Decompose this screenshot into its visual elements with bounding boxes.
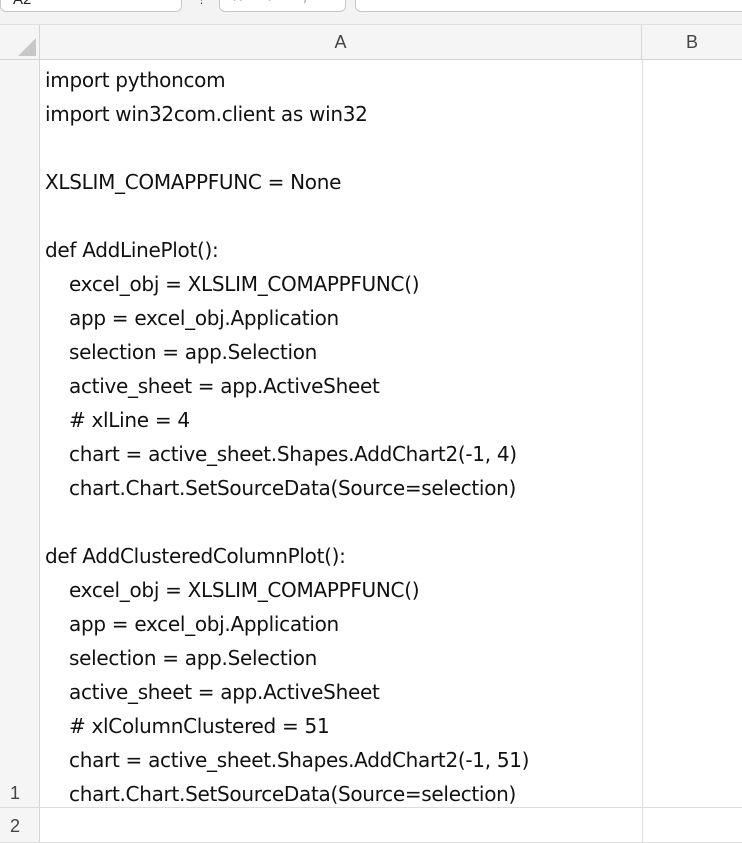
cell-a1[interactable]: import pythoncom import win32com.client a… [40,60,642,807]
select-all-icon [18,38,36,56]
cancel-icon[interactable]: ✕ [232,0,244,6]
column-header-row: A B [0,25,742,60]
select-all-button[interactable] [0,25,40,59]
code-line: active_sheet = app.ActiveSheet [69,680,380,704]
code-line: excel_obj = XLSLIM_COMAPPFUNC() [69,272,420,296]
code-line: XLSLIM_COMAPPFUNC = None [45,170,342,194]
column-divider [642,807,643,843]
formula-buttons: ✕ ✓ fx [219,0,346,12]
column-header-b[interactable]: B [685,32,698,52]
code-line: chart.Chart.SetSourceData(Source=selecti… [69,782,517,806]
code-line: def AddClusteredColumnPlot(): [45,544,346,568]
code-line: def AddLinePlot(): [45,238,219,262]
row-header-1[interactable]: 1 [10,783,21,803]
row-header-2[interactable]: 2 [10,816,21,836]
insert-function-icon[interactable]: fx [304,0,314,5]
code-line: import win32com.client as win32 [45,102,368,126]
code-line: app = excel_obj.Application [69,612,339,636]
code-line: chart = active_sheet.Shapes.AddChart2(-1… [69,748,530,772]
code-line: chart = active_sheet.Shapes.AddChart2(-1… [69,442,517,466]
column-header-a[interactable]: A [40,25,642,59]
row-divider-1 [0,807,742,808]
code-line: # xlLine = 4 [69,408,190,432]
code-line: import pythoncom [45,68,226,92]
code-line: selection = app.Selection [69,646,318,670]
row-header-column: 1 2 [0,60,40,843]
code-line [45,505,529,539]
name-box[interactable]: A2 [0,0,182,12]
cell-a1-content: import pythoncom import win32com.client a… [45,63,529,811]
code-line [45,199,529,233]
code-line: excel_obj = XLSLIM_COMAPPFUNC() [69,578,420,602]
code-line: app = excel_obj.Application [69,306,339,330]
code-line [45,131,529,165]
code-line: chart.Chart.SetSourceData(Source=selecti… [69,476,517,500]
code-line: # xlColumnClustered = 51 [69,714,330,738]
formula-bar: A2 ⋮ ✕ ✓ fx [0,0,742,25]
enter-icon[interactable]: ✓ [266,0,278,6]
more-options-icon[interactable]: ⋮ [196,0,207,6]
code-line: selection = app.Selection [69,340,318,364]
code-line: active_sheet = app.ActiveSheet [69,374,380,398]
formula-input[interactable] [355,0,742,12]
cell-b1[interactable] [642,60,742,807]
